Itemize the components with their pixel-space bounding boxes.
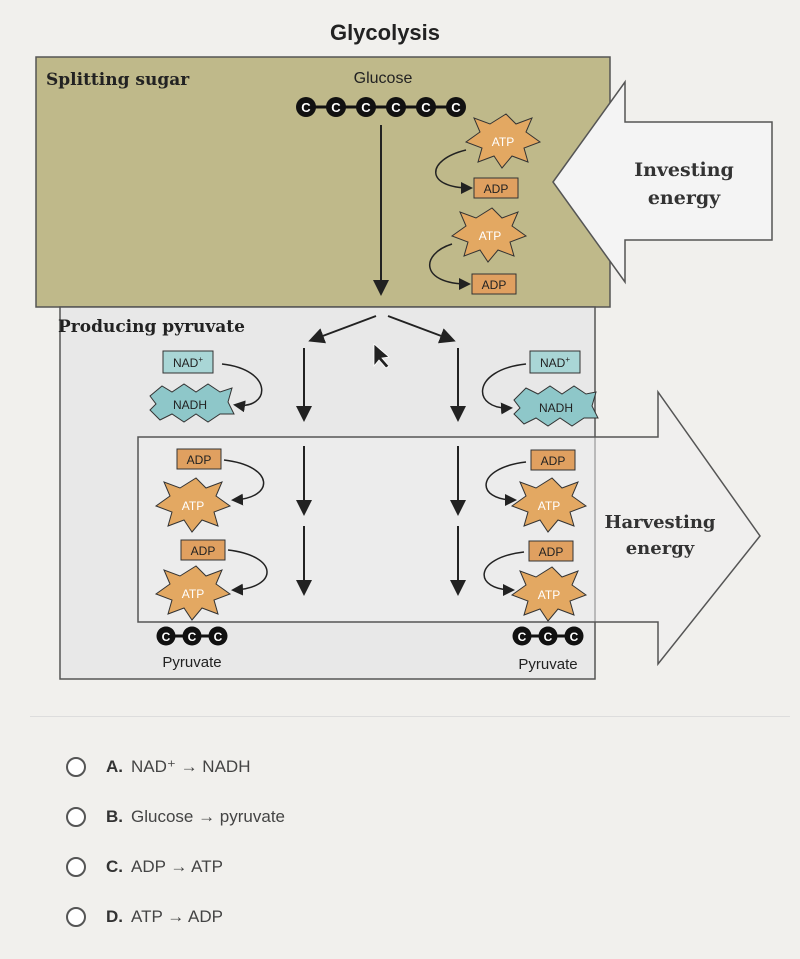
- svg-text:C: C: [214, 630, 223, 644]
- option-c-text: ADP → ATP: [131, 857, 223, 876]
- curve-arrow-harvest-right-2: [483, 551, 525, 596]
- nad-left: NAD+: [162, 350, 214, 374]
- svg-text:ATP: ATP: [479, 229, 501, 243]
- glucose-carbon-2: C: [326, 97, 346, 117]
- glucose-carbon-5: C: [416, 97, 436, 117]
- investing-label-line2: energy: [648, 187, 721, 209]
- svg-text:ADP: ADP: [539, 545, 564, 559]
- option-b-letter: B.: [106, 807, 123, 826]
- atp-harvest-left-2: ATP: [154, 565, 232, 621]
- svg-text:C: C: [391, 100, 401, 115]
- investing-label-line1: Investing: [634, 159, 734, 181]
- svg-text:ATP: ATP: [538, 588, 560, 602]
- curve-arrow-invest-2: [428, 243, 471, 290]
- svg-text:ATP: ATP: [538, 499, 560, 513]
- glycolysis-diagram: Glycolysis Splitting sugar Producing pyr…: [35, 20, 773, 680]
- pyruvate-left-label: Pyruvate: [162, 654, 221, 671]
- curve-arrow-harvest-left-1: [223, 459, 265, 506]
- curve-arrow-invest-1: [435, 149, 473, 194]
- atp-harvest-left-1: ATP: [154, 477, 232, 533]
- glucose-carbon-4: C: [386, 97, 406, 117]
- adp-harvest-left-1: ADP: [176, 448, 222, 470]
- mouse-cursor-icon: [373, 343, 390, 369]
- svg-text:C: C: [544, 630, 553, 644]
- svg-text:ADP: ADP: [484, 182, 509, 196]
- svg-text:C: C: [451, 100, 461, 115]
- curve-arrow-nad-left: [221, 363, 263, 413]
- radio-a[interactable]: [66, 757, 86, 777]
- glucose-carbon-3: C: [356, 97, 376, 117]
- svg-text:NADH: NADH: [173, 398, 207, 412]
- radio-c[interactable]: [66, 857, 86, 877]
- splitting-sugar-section: [35, 56, 611, 308]
- radio-b[interactable]: [66, 807, 86, 827]
- split-arrow-left: [308, 315, 377, 344]
- svg-text:ADP: ADP: [541, 454, 566, 468]
- pyruvate-left: C C C: [156, 626, 228, 646]
- atp-invest-1: ATP: [464, 113, 542, 169]
- curve-arrow-harvest-left-2: [227, 549, 268, 596]
- pathway-arrows: [296, 348, 466, 596]
- adp-harvest-right-2: ADP: [528, 540, 574, 562]
- svg-text:C: C: [162, 630, 171, 644]
- nadh-right: NADH: [513, 385, 599, 427]
- pyruvate-right: C C C: [512, 626, 584, 646]
- atp-harvest-right-1: ATP: [510, 477, 588, 533]
- svg-text:ATP: ATP: [492, 135, 514, 149]
- adp-harvest-left-2: ADP: [180, 539, 226, 561]
- atp-invest-2: ATP: [450, 207, 528, 263]
- option-d-text: ATP → ADP: [131, 907, 223, 926]
- option-d-letter: D.: [106, 907, 123, 926]
- adp-invest-2: ADP: [471, 273, 517, 295]
- pyruvate-right-label: Pyruvate: [518, 656, 577, 673]
- nadh-left: NADH: [149, 383, 235, 423]
- split-arrow-right: [387, 315, 456, 344]
- svg-text:NADH: NADH: [539, 401, 573, 415]
- svg-text:ATP: ATP: [182, 587, 204, 601]
- option-c-letter: C.: [106, 857, 123, 876]
- svg-text:C: C: [331, 100, 341, 115]
- investing-energy-arrow: [552, 79, 773, 285]
- option-b[interactable]: B. Glucose → pyruvate: [66, 792, 285, 842]
- svg-text:C: C: [361, 100, 371, 115]
- option-d[interactable]: D. ATP → ADP: [66, 892, 285, 942]
- adp-invest-1: ADP: [473, 177, 519, 199]
- svg-text:C: C: [421, 100, 431, 115]
- curve-arrow-harvest-right-1: [485, 461, 527, 506]
- option-a[interactable]: A. NAD⁺ → NADH: [66, 742, 285, 792]
- diagram-title: Glycolysis: [330, 20, 440, 45]
- glucose-label: Glucose: [354, 70, 413, 87]
- svg-text:C: C: [188, 630, 197, 644]
- harvesting-label-line1: Harvesting: [604, 512, 715, 533]
- radio-d[interactable]: [66, 907, 86, 927]
- option-a-text: NAD⁺ → NADH: [131, 757, 251, 776]
- atp-harvest-right-2: ATP: [510, 566, 588, 622]
- option-c[interactable]: C. ADP → ATP: [66, 842, 285, 892]
- option-b-text: Glucose → pyruvate: [131, 807, 286, 826]
- splitting-sugar-label: Splitting sugar: [46, 70, 190, 90]
- svg-text:C: C: [518, 630, 527, 644]
- svg-text:ADP: ADP: [187, 453, 212, 467]
- svg-text:ADP: ADP: [482, 278, 507, 292]
- svg-text:NAD+: NAD+: [540, 355, 570, 370]
- svg-text:NAD+: NAD+: [173, 355, 203, 370]
- svg-text:C: C: [301, 100, 311, 115]
- harvesting-label-line2: energy: [626, 538, 695, 559]
- harvesting-energy-arrow: [137, 389, 761, 667]
- glucose-chain: C C C C C C: [296, 97, 466, 117]
- svg-text:ADP: ADP: [191, 544, 216, 558]
- nad-right: NAD+: [529, 350, 581, 374]
- glucose-carbon-6: C: [446, 97, 466, 117]
- svg-text:C: C: [570, 630, 579, 644]
- svg-text:ATP: ATP: [182, 499, 204, 513]
- adp-harvest-right-1: ADP: [530, 449, 576, 471]
- producing-pyruvate-label: Producing pyruvate: [58, 317, 245, 337]
- option-a-letter: A.: [106, 757, 123, 776]
- curve-arrow-nad-right: [482, 363, 527, 415]
- divider: [30, 716, 790, 717]
- answer-options: A. NAD⁺ → NADH B. Glucose → pyruvate C. …: [66, 742, 285, 942]
- glucose-carbon-1: C: [296, 97, 316, 117]
